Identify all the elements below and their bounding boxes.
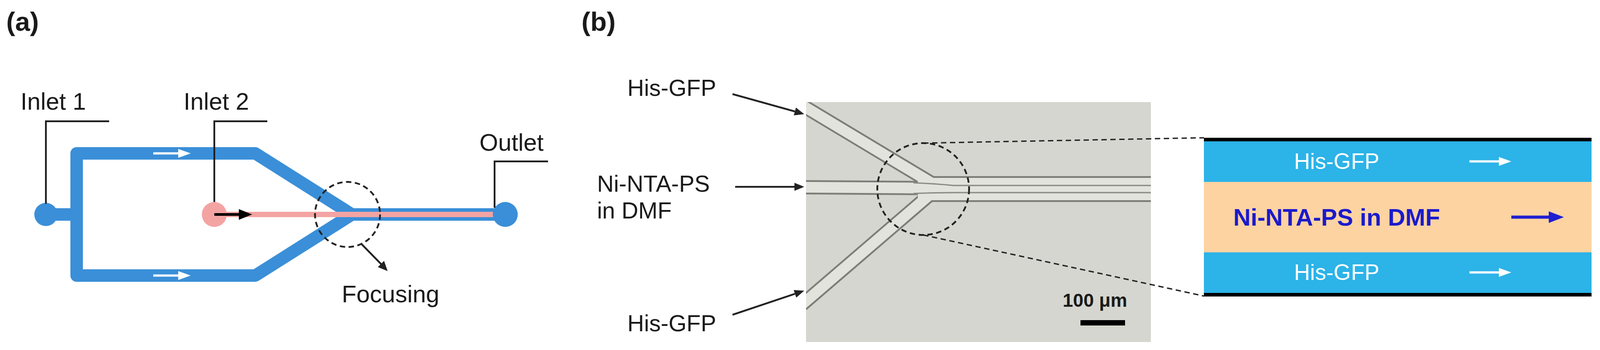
band-text: His-GFP xyxy=(1203,148,1470,175)
flow-arrowhead xyxy=(1498,267,1512,277)
sheath-band-node: His-GFP xyxy=(1203,141,1592,182)
zoom-line xyxy=(923,234,1204,296)
sheath-band-node: His-GFP xyxy=(1203,252,1592,293)
flow-arrow xyxy=(1469,271,1501,274)
leader-line xyxy=(45,121,110,204)
stream-interface xyxy=(913,192,1151,194)
sheath-band xyxy=(1203,141,1592,182)
pointer-arrowhead xyxy=(793,107,805,115)
channel-wall xyxy=(806,193,932,305)
zoom-circle xyxy=(877,143,970,235)
flow-arrowhead xyxy=(1498,156,1512,166)
flow-arrow xyxy=(1469,160,1501,163)
pointer-arrow xyxy=(735,185,795,188)
core-band-node: Ni-NTA-PS in DMF xyxy=(1203,181,1592,253)
focus-circle xyxy=(315,181,381,247)
focus-arrow xyxy=(361,244,382,265)
region-label: Focusing xyxy=(341,279,440,308)
channel-wall-line xyxy=(1203,292,1592,297)
channel-lumen xyxy=(917,177,1151,201)
stream-label: Ni-NTA-PS in DMF xyxy=(597,170,727,225)
sheath-band xyxy=(1203,252,1592,293)
stream-interface xyxy=(913,182,1151,186)
pointer-arrow xyxy=(732,94,795,112)
flow-arrowhead xyxy=(178,148,191,158)
focus-arrowhead xyxy=(377,260,388,271)
channel-wall xyxy=(806,187,932,189)
micrograph-channels xyxy=(806,105,1151,305)
port-label: Inlet 2 xyxy=(183,87,250,115)
leader-line xyxy=(214,121,268,202)
flow-arrow xyxy=(153,152,181,155)
channel-lumen xyxy=(806,193,932,305)
flow-arrow xyxy=(214,212,241,216)
core-band xyxy=(1203,181,1592,253)
band-text: His-GFP xyxy=(1203,259,1470,286)
flow-arrow xyxy=(153,274,181,277)
scale-bar xyxy=(1080,319,1126,326)
pointer-arrowhead xyxy=(793,290,805,298)
flow-arrowhead xyxy=(238,208,253,220)
flow-arrowhead xyxy=(178,270,191,280)
band-text: Ni-NTA-PS in DMF xyxy=(1203,203,1470,231)
channel-wall xyxy=(917,175,1151,202)
panel-letter: (b) xyxy=(581,6,616,37)
port-label: Inlet 1 xyxy=(20,87,86,115)
outlet-port xyxy=(492,201,518,227)
stream-label: His-GFP xyxy=(627,310,717,337)
panel-letter: (a) xyxy=(6,6,39,37)
leader-line xyxy=(494,161,549,208)
stream-label: His-GFP xyxy=(627,74,717,102)
scale-label: 100 μm xyxy=(1062,289,1128,311)
flow-arrowhead xyxy=(1548,211,1564,223)
port-label: Outlet xyxy=(479,128,544,156)
inlet-1-port xyxy=(34,202,58,226)
pointer-arrow xyxy=(732,293,795,315)
sample-channel xyxy=(214,211,500,217)
pointer-arrowhead xyxy=(794,182,805,191)
flow-arrow xyxy=(1511,215,1551,219)
channel-lumen xyxy=(806,187,932,189)
zoom-line xyxy=(923,137,1204,144)
channel-wall-line xyxy=(1203,137,1592,142)
sheath-channel xyxy=(76,153,506,276)
